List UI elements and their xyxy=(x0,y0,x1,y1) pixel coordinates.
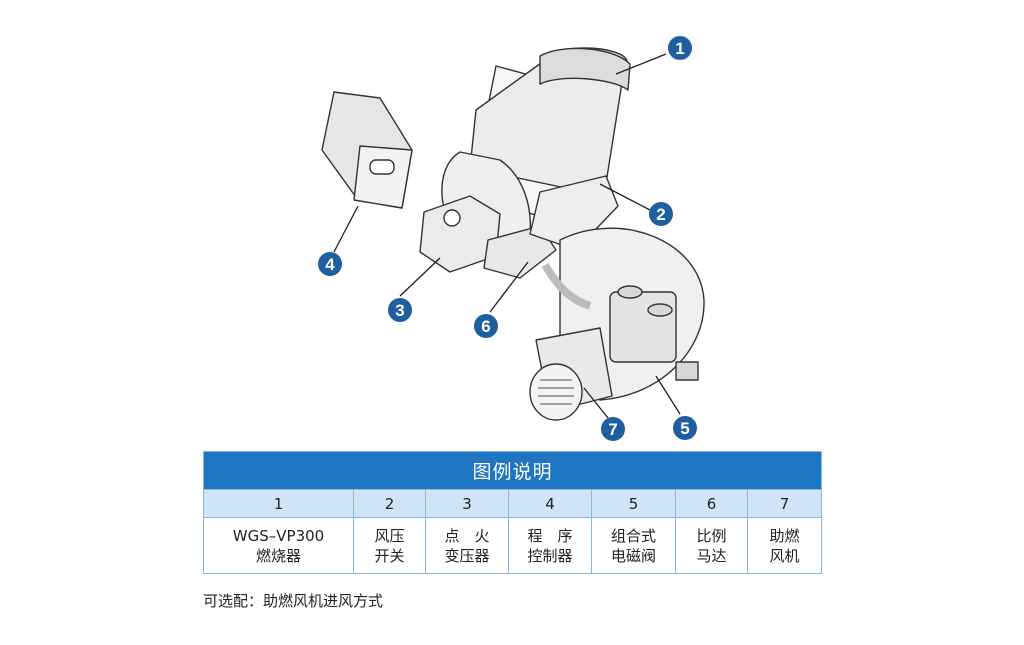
leader-lines xyxy=(333,53,681,419)
legend-number: 1 xyxy=(203,489,354,518)
legend-name-line: 马达 xyxy=(696,546,727,565)
legend-name-line: 开关 xyxy=(374,546,405,565)
legend-number: 5 xyxy=(591,489,676,518)
callout-label: 2 xyxy=(656,205,665,224)
callout-7: 7 xyxy=(601,417,625,441)
callout-2: 2 xyxy=(649,202,673,226)
optional-note: 可选配：助燃风机进风方式 xyxy=(203,592,384,610)
legend-name-line: 变压器 xyxy=(444,546,490,565)
legend-name-line: 风压 xyxy=(374,526,405,545)
legend-name-cell: 助燃风机 xyxy=(746,517,823,574)
legend-number: 2 xyxy=(353,489,426,518)
legend-name-line: 程 序 xyxy=(527,526,573,545)
callout-label: 6 xyxy=(481,317,490,336)
legend-name-cell: 组合式电磁阀 xyxy=(591,517,676,574)
legend-number: 3 xyxy=(425,489,509,518)
legend-number: 7 xyxy=(746,489,823,518)
callout-1: 1 xyxy=(668,36,692,60)
callout-4: 4 xyxy=(318,252,342,276)
legend-name-line: 助燃 xyxy=(769,526,800,545)
legend-name-cell: 程 序控制器 xyxy=(508,517,592,574)
legend-name-line: 组合式 xyxy=(610,526,656,545)
legend-name-line: 比例 xyxy=(696,526,727,545)
legend-name-cell: 比例马达 xyxy=(675,517,748,574)
legend-name-line: 风机 xyxy=(769,546,800,565)
legend-number: 6 xyxy=(675,489,748,518)
burner-diagram: 1 2 3 4 5 6 7 xyxy=(318,36,705,441)
callout-label: 3 xyxy=(395,301,404,320)
burner-illustration xyxy=(321,47,705,421)
legend-name-line: 点 火 xyxy=(444,526,490,545)
legend-number: 4 xyxy=(508,489,592,518)
legend-name-cell: 风压开关 xyxy=(353,517,426,574)
legend-number-row: 1 2 3 4 5 6 7 xyxy=(203,489,823,518)
callout-6: 6 xyxy=(474,314,498,338)
legend-title: 图例说明 xyxy=(202,451,823,490)
callout-3: 3 xyxy=(388,298,412,322)
legend-name-cell: 点 火变压器 xyxy=(425,517,509,574)
legend-name-line: WGS–VP300 xyxy=(232,526,325,545)
legend-name-line: 燃烧器 xyxy=(255,546,301,565)
callout-5: 5 xyxy=(673,416,697,440)
callout-label: 5 xyxy=(680,419,689,438)
legend-title-row: 图例说明 xyxy=(202,451,823,490)
legend-name-line: 电磁阀 xyxy=(610,546,656,565)
legend-name-line: 控制器 xyxy=(527,546,573,565)
callout-label: 7 xyxy=(608,420,617,439)
callout-label: 4 xyxy=(325,255,335,274)
callout-label: 1 xyxy=(675,39,684,58)
